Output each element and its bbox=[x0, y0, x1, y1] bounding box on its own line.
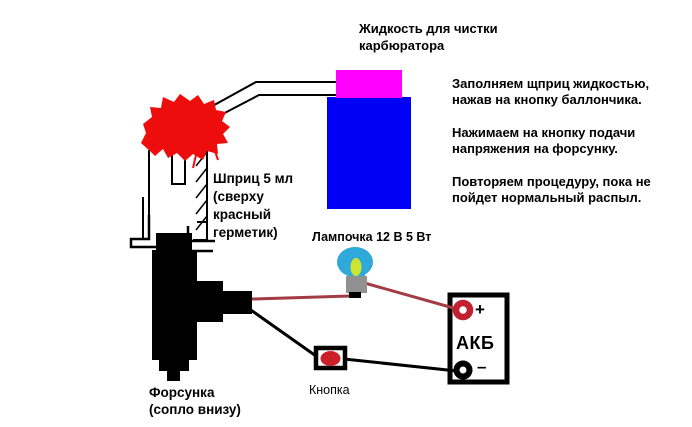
label-battery: АКБ bbox=[456, 333, 495, 353]
lamp-filament bbox=[350, 258, 362, 276]
instruction-step-3: Повторяем процедуру, пока не пойдет норм… bbox=[452, 174, 651, 205]
battery-plus-terminal bbox=[452, 299, 474, 321]
lamp-base bbox=[346, 276, 367, 293]
label-cleaning-liquid: Жидкость для чистки карбюратора bbox=[359, 21, 498, 53]
injector-connector-plug bbox=[223, 291, 252, 314]
button-dot bbox=[320, 351, 341, 366]
red-sealant-blob bbox=[141, 94, 230, 161]
battery-minus-terminal bbox=[453, 360, 473, 380]
label-injector: Форсунка (сопло внизу) bbox=[149, 385, 241, 417]
wire-red-injector-to-lamp bbox=[251, 294, 351, 301]
syringe-flange-left bbox=[129, 215, 157, 249]
wire-black-button-to-battery bbox=[343, 357, 458, 373]
sealant-drips bbox=[192, 147, 219, 169]
instructions-block: Заполняем щприц жидкостью, нажав на кноп… bbox=[452, 76, 682, 223]
instruction-step-2: Нажимаем на кнопку подачи напряжения на … bbox=[452, 125, 636, 156]
spray-can-cap bbox=[336, 70, 402, 98]
instruction-step-1: Заполняем щприц жидкостью, нажав на кноп… bbox=[452, 76, 650, 107]
lamp-base-contact bbox=[349, 292, 361, 298]
spray-can-body bbox=[327, 97, 411, 209]
injector-connector bbox=[197, 281, 223, 322]
syringe-flange-right bbox=[186, 226, 215, 243]
tube-lower-line bbox=[216, 94, 336, 118]
label-button: Кнопка bbox=[309, 383, 350, 397]
label-lamp: Лампочка 12 В 5 Вт bbox=[312, 230, 432, 244]
wire-black-injector-to-button bbox=[247, 306, 317, 358]
injector-body bbox=[152, 233, 197, 381]
battery-minus-sign: – bbox=[477, 357, 487, 376]
syringe-scale-ticks bbox=[195, 151, 208, 231]
tube-upper-line bbox=[206, 81, 336, 110]
battery-plus-sign: + bbox=[475, 300, 485, 319]
wire-red-lamp-to-battery bbox=[360, 280, 458, 311]
label-syringe: Шприц 5 мл (сверху красный герметик) bbox=[213, 171, 294, 240]
